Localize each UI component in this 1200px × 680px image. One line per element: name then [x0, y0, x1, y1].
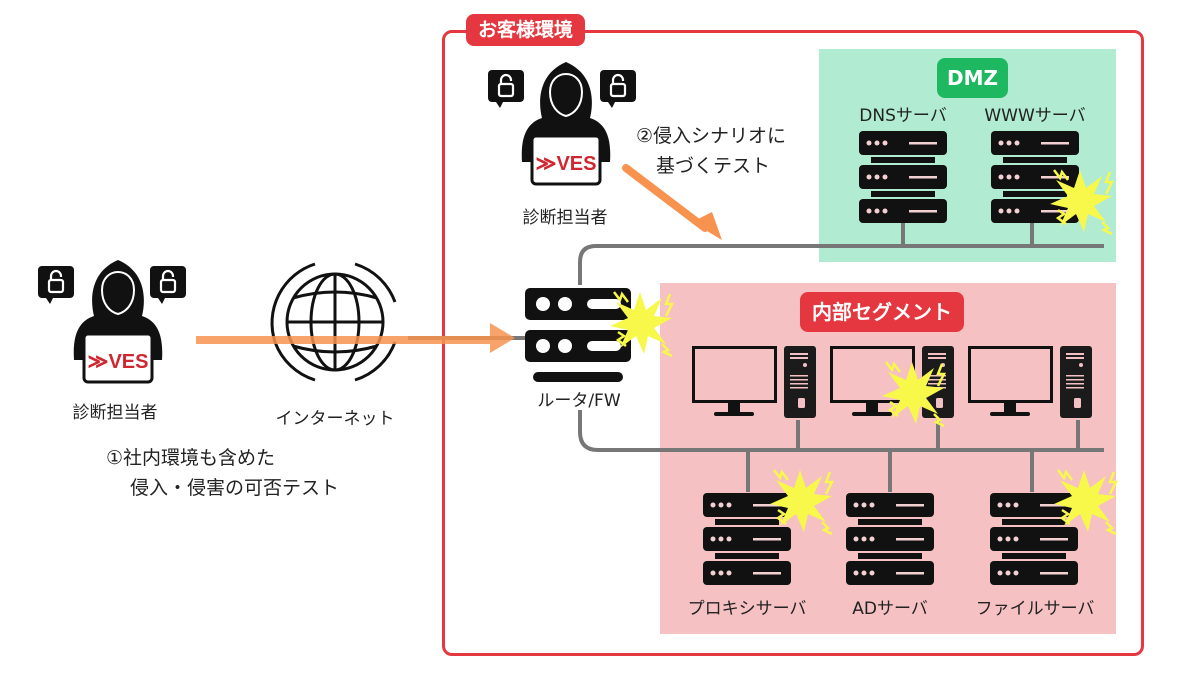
attack-burst-icon [768, 468, 834, 536]
ad-server-icon [846, 493, 934, 585]
www-server-label: WWWサーバ [984, 106, 1086, 126]
proxy-server-icon [703, 493, 791, 585]
dns-server-icon [859, 131, 947, 223]
lock-open-icon [598, 68, 638, 110]
router-icon [525, 288, 631, 382]
router-label: ルータ/FW [537, 391, 621, 411]
internal-tester-icon: ≫VES [520, 60, 612, 186]
pc-icon [692, 344, 818, 420]
svg-text:≫VES: ≫VES [536, 153, 597, 175]
scenario-test-note-line2: 基づくテスト [656, 155, 771, 177]
external-test-note-line1: ①社内環境も含めた [106, 447, 276, 469]
external-tester-icon: ≫VES [72, 258, 164, 384]
file-server-icon [990, 493, 1078, 585]
internal-network-line [578, 410, 1104, 452]
external-test-note-line2: 侵入・侵害の可否テスト [130, 477, 340, 499]
scenario-test-note-line1: ②侵入シナリオに [636, 125, 787, 147]
svg-text:≫VES: ≫VES [88, 351, 149, 373]
file-server-label: ファイルサーバ [975, 599, 1095, 619]
lock-open-icon [36, 264, 76, 306]
internal-segment-label: 内部セグメント [800, 292, 964, 332]
dmz-network-line [578, 244, 1104, 285]
lock-open-icon [486, 68, 526, 110]
customer-environment-label: お客様環境 [466, 14, 586, 46]
ad-server-label: ADサーバ [852, 599, 928, 619]
pc-icon [968, 344, 1094, 420]
lock-open-icon [148, 264, 188, 306]
scenario-attack-arrow [622, 164, 722, 240]
external-tester-label: 診断担当者 [72, 403, 158, 423]
external-attack-arrow [196, 323, 515, 353]
proxy-server-label: プロキシサーバ [687, 599, 807, 619]
globe-icon [270, 262, 397, 382]
dns-server-label: DNSサーバ [859, 106, 947, 126]
internet-label: インターネット [275, 409, 395, 429]
internal-tester-label: 診断担当者 [522, 208, 608, 228]
dmz-label: DMZ [937, 58, 1009, 98]
